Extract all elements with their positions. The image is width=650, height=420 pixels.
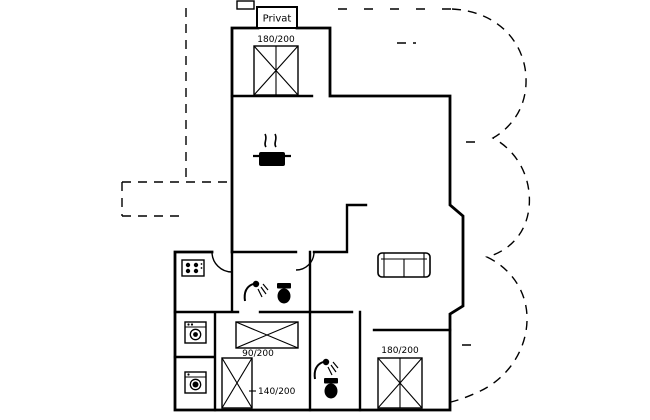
door-arc	[295, 251, 315, 271]
bed-size-label: 140/200	[258, 387, 296, 397]
double-bed	[377, 357, 423, 409]
shower-icon	[243, 279, 269, 302]
kitchen-pot-icon	[253, 133, 291, 166]
bathroom-small	[313, 357, 339, 399]
toilet-icon	[277, 283, 291, 304]
bed-vertical	[221, 357, 253, 409]
toilet-icon	[324, 378, 338, 399]
door-arcs	[211, 251, 315, 273]
single-bed-horizontal	[235, 321, 299, 349]
privat-label: Privat	[263, 14, 292, 25]
bed-size-label: 180/200	[381, 346, 419, 356]
dashed-boundary	[121, 8, 531, 403]
bed-size-label: 180/200	[257, 35, 295, 45]
bed-size-label: 90/200	[242, 349, 274, 359]
interior-walls	[173, 94, 452, 412]
washing-machine-icon	[184, 321, 207, 344]
double-bed	[253, 45, 299, 96]
dashed-marks	[397, 42, 479, 346]
hob-icon	[181, 259, 205, 277]
chimney-box	[236, 0, 255, 10]
bedroom-right: 180/200	[377, 346, 423, 409]
shower-icon	[313, 357, 339, 380]
privat-room: Privat	[256, 6, 298, 29]
dashed-terrace-left	[121, 181, 232, 217]
bedroom-middle: 90/200 140/200	[221, 321, 299, 409]
door-arc	[211, 251, 233, 273]
dryer-icon	[184, 371, 207, 394]
outer-walls	[173, 26, 465, 412]
dashed-scallop-right	[450, 8, 531, 403]
sofa-icon	[377, 252, 431, 278]
bedroom-top: 180/200	[253, 35, 299, 96]
bathroom-main	[243, 279, 291, 304]
